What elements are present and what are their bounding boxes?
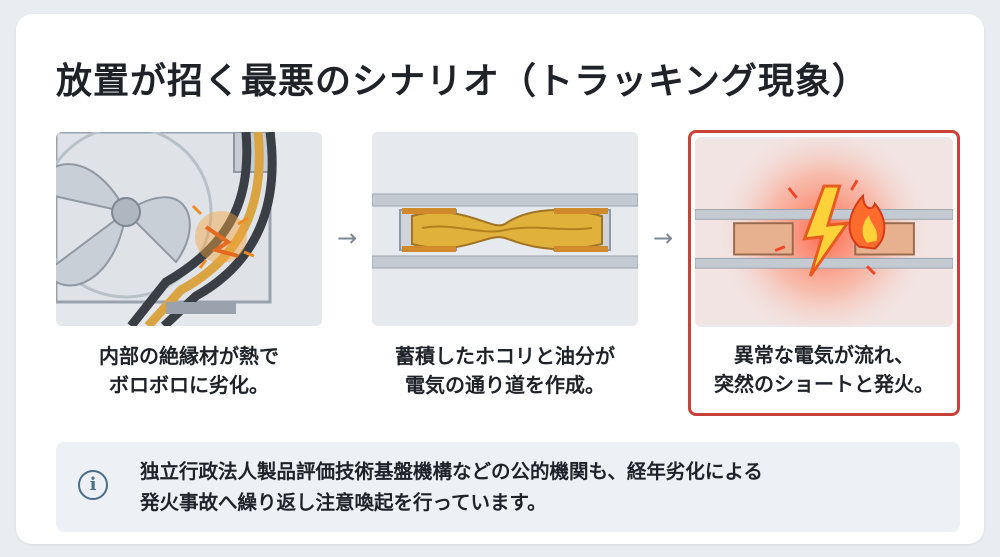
panel-short-fire: 異常な電気が流れ、 突然のショートと発火。 [688, 130, 960, 416]
dust-bridge-svg [372, 132, 638, 326]
notice-box: i 独立行政法人製品評価技術基盤機構などの公的機関も、経年劣化による 発火事故へ… [56, 442, 960, 532]
fan-cable-illustration [56, 132, 322, 326]
arrow-right-icon: → [336, 224, 358, 252]
dust-bridge-illustration [372, 132, 638, 326]
arrow-right-icon: → [652, 224, 674, 252]
info-icon: i [78, 470, 108, 500]
page-title: 放置が招く最悪のシナリオ（トラッキング現象） [56, 61, 869, 102]
panel-caption: 蓄積したホコリと油分が 電気の通り道を作成。 [395, 344, 615, 397]
fan-cable-svg [56, 132, 322, 326]
panel-dust-path: 蓄積したホコリと油分が 電気の通り道を作成。 [372, 132, 638, 416]
short-circuit-svg [695, 137, 953, 327]
short-circuit-illustration [695, 137, 953, 327]
panel-caption: 内部の絶縁材が熱で ボロボロに劣化。 [99, 344, 279, 397]
panel-caption: 異常な電気が流れ、 突然のショートと発火。 [714, 343, 934, 396]
notice-text: 独立行政法人製品評価技術基盤機構などの公的機関も、経年劣化による 発火事故へ繰り… [140, 460, 763, 514]
panel-insulation-degradation: 内部の絶縁材が熱で ボロボロに劣化。 [56, 132, 322, 416]
